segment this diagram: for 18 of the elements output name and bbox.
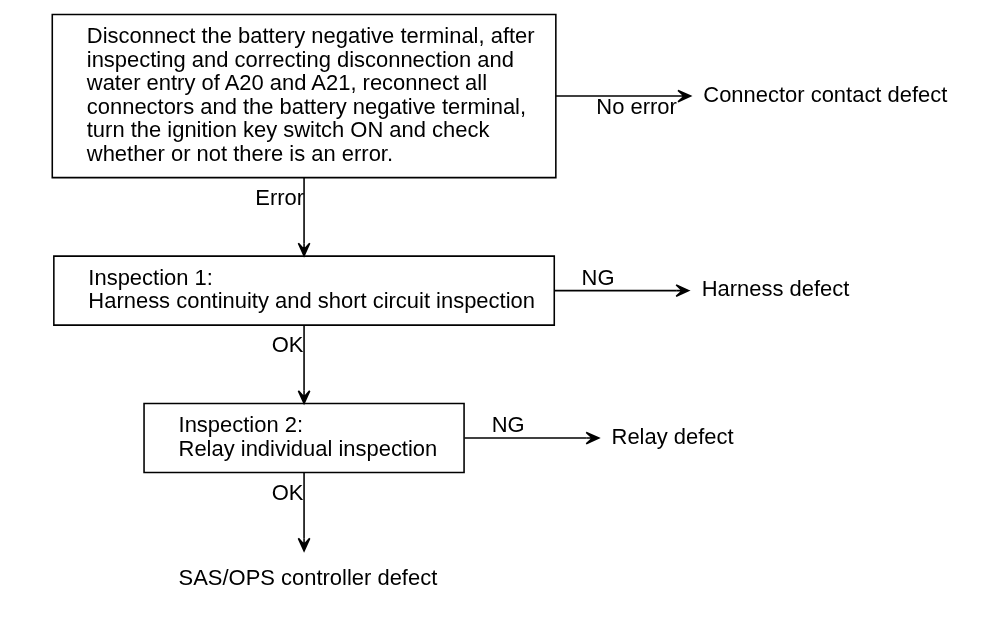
- arrow: [554, 89, 691, 103]
- node-text: SAS/OPS controller defect: [178, 565, 437, 591]
- node-box: Inspection 1: Harness continuity and short circuit inspection: [52, 255, 555, 326]
- node-text: Connector contact defect: [702, 81, 947, 107]
- edge-label: OK: [271, 332, 303, 358]
- arrow: [463, 431, 600, 445]
- edge-label: NG: [491, 412, 525, 438]
- node-text: Harness defect: [701, 276, 849, 302]
- node-text: Relay defect: [611, 423, 734, 449]
- edge-label: No error: [595, 93, 677, 119]
- arrow: [297, 177, 310, 257]
- arrow: [553, 284, 689, 298]
- node-box: Inspection 2: Relay individual inspection: [142, 402, 465, 474]
- edge-label: NG: [581, 264, 614, 290]
- node-box: Disconnect the battery negative terminal, after inspecting and correcting disconnection and water entry of A20 and A21, reconnect all connectors and the battery negative terminal, turn the ignition key switch ON and check whether or not there is an error.: [51, 13, 557, 179]
- edge-label: OK: [271, 479, 303, 505]
- arrow: [297, 472, 310, 552]
- arrow: [297, 324, 310, 405]
